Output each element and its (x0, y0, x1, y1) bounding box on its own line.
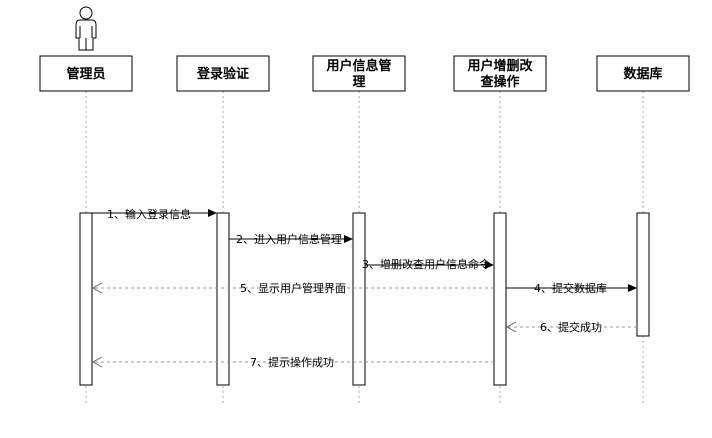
svg-text:理: 理 (352, 75, 365, 90)
lifeline-label-admin: 管理员 (66, 66, 105, 82)
lifeline-header-admin: 管理员 (39, 55, 133, 92)
svg-text:管理员: 管理员 (66, 66, 105, 82)
message-label-4: 4、提交数据库 (534, 281, 607, 295)
message-label-1: 1、输入登录信息 (107, 207, 191, 221)
svg-text:登录验证: 登录验证 (196, 66, 249, 82)
arrowhead-6 (505, 321, 517, 333)
activation-bar-login (216, 212, 230, 386)
message-arrows (91, 209, 637, 368)
lifeline-header-user-info: 用户信息管 理 (312, 55, 406, 92)
svg-text:查操作: 查操作 (479, 74, 519, 90)
lifeline-header-login: 登录验证 (176, 55, 270, 92)
arrowhead-3 (485, 261, 494, 269)
lifeline-label-crud-line1: 用户增删改 (466, 58, 533, 74)
svg-text:数据库: 数据库 (623, 66, 662, 82)
lifeline-label-user-info-line2: 理 (352, 75, 365, 90)
person-icon (75, 6, 97, 51)
lifeline-header-db: 数据库 (596, 55, 690, 92)
message-label-2: 2、进入用户信息管理 (236, 232, 342, 246)
arrowhead-2 (344, 235, 353, 243)
message-label-7: 7、提示操作成功 (250, 355, 334, 369)
message-label-5: 5、显示用户管理界面 (240, 281, 346, 295)
svg-text:用户增删改: 用户增删改 (466, 58, 533, 74)
arrowhead-1 (208, 209, 217, 217)
message-labels: 1、输入登录信息 2、进入用户信息管理 3、增删改查用户信息命令 4、提交数据库… (107, 207, 607, 369)
lifeline-label-login: 登录验证 (196, 66, 249, 82)
lifeline-label-crud-line2: 查操作 (479, 74, 519, 90)
activation-bars (79, 212, 650, 386)
lifeline-label-user-info-line1: 用户信息管 (325, 58, 391, 74)
lifeline-header-crud: 用户增删改 查操作 (453, 55, 547, 92)
lifeline-label-db: 数据库 (623, 66, 662, 82)
arrowhead-4 (628, 284, 637, 292)
activation-bar-admin (79, 212, 93, 386)
message-label-3: 3、增删改查用户信息命令 (362, 257, 490, 271)
arrowhead-5 (91, 282, 103, 294)
activation-bar-crud (493, 212, 507, 386)
svg-text:用户信息管: 用户信息管 (325, 58, 391, 74)
lifeline-headers: 管理员 登录验证 用户信息管 理 用户增删改 查操作 (39, 55, 690, 92)
message-label-6: 6、提交成功 (540, 320, 602, 334)
activation-bar-user-info (352, 212, 366, 386)
activation-bar-db (636, 212, 650, 337)
arrowhead-7 (91, 356, 103, 368)
